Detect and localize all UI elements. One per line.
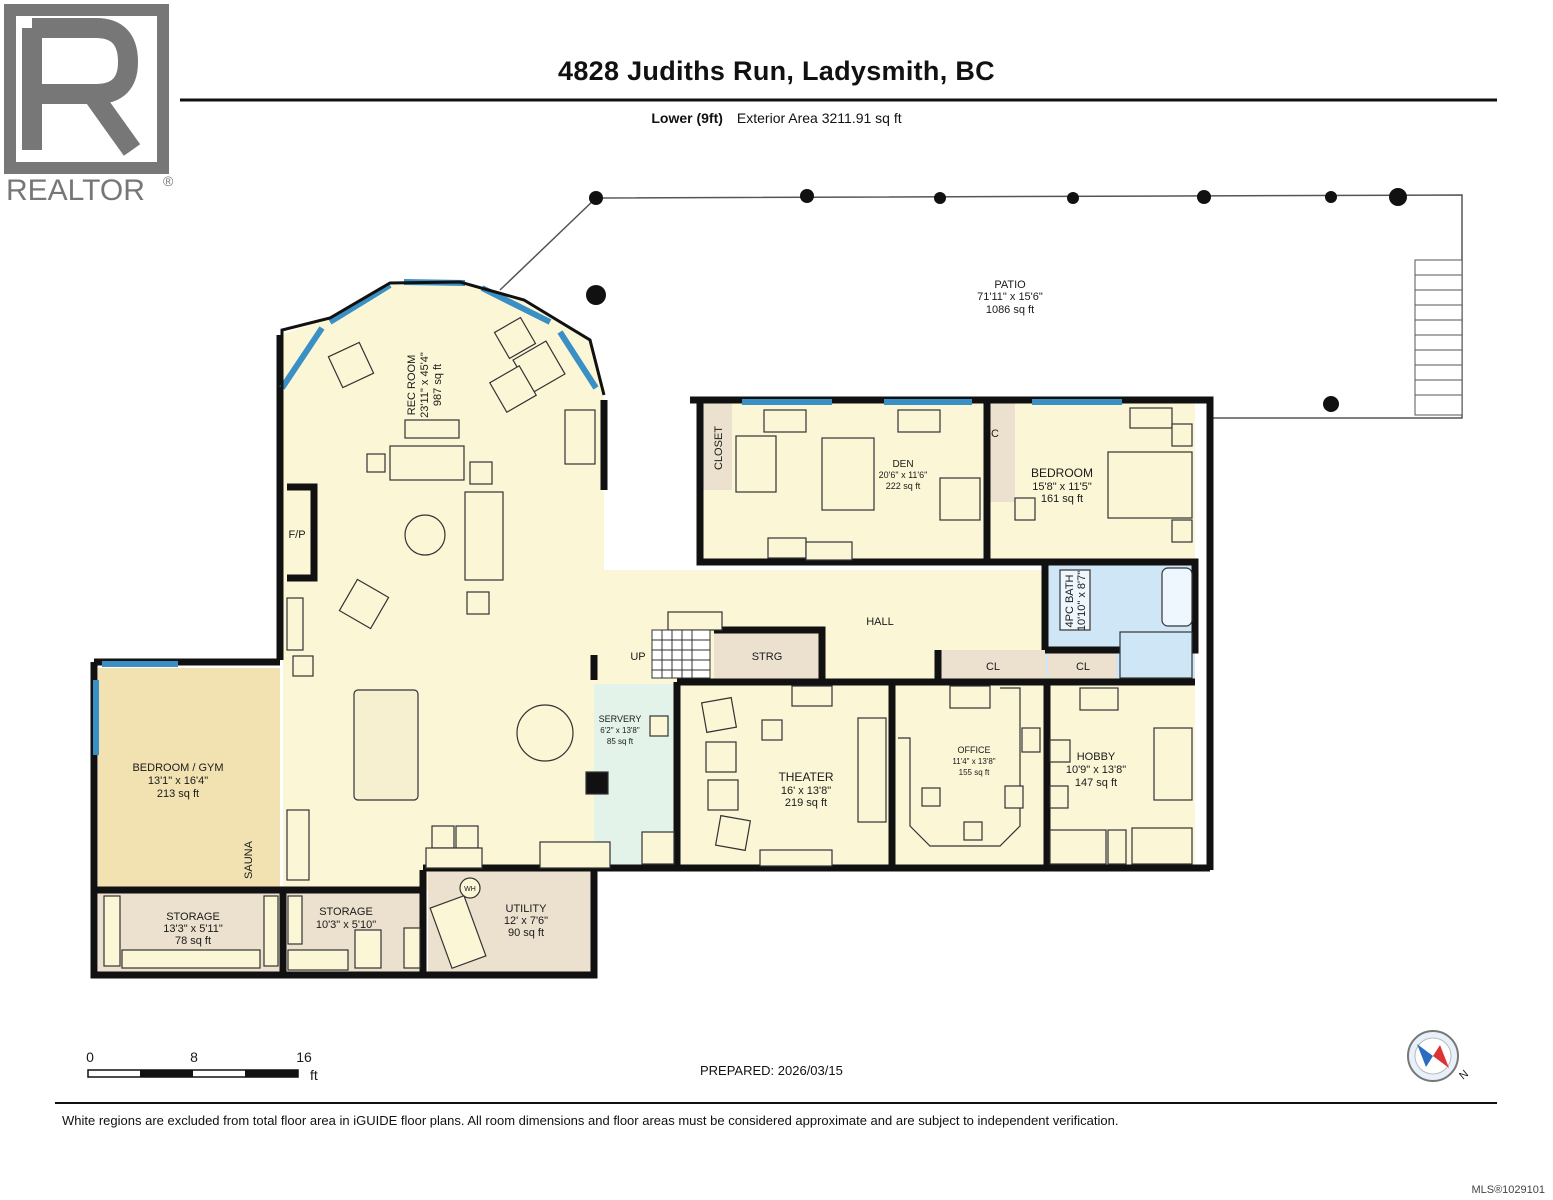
realtor-logo-mark: ®: [163, 173, 174, 189]
stairs: [651, 629, 711, 679]
scale-mid: 8: [190, 1049, 198, 1065]
c-closet-floor: [987, 402, 1015, 502]
theater-name: THEATER: [778, 770, 833, 784]
servery-dims: 6'2" x 13'8": [600, 726, 640, 735]
cl2-label: CL: [1076, 661, 1090, 673]
rec-room-area: 987 sq ft: [432, 364, 444, 406]
bedroom-name: BEDROOM: [1031, 466, 1093, 480]
bedroom-gym-dims: 13'1" x 16'4": [148, 775, 208, 787]
patio-name: PATIO: [994, 279, 1026, 291]
closet-floor: [700, 402, 732, 490]
page-title: 4828 Judiths Run, Ladysmith, BC: [558, 56, 995, 86]
hobby-dims: 10'9" x 13'8": [1066, 764, 1126, 776]
level-subtitle: Lower (9ft) Exterior Area 3211.91 sq ft: [0, 110, 1553, 126]
theater-dims: 16' x 13'8": [781, 785, 831, 797]
realtor-logo: REALTOR ®: [4, 4, 174, 207]
den-name: DEN: [892, 459, 913, 470]
bedroom-area: 161 sq ft: [1041, 493, 1083, 505]
compass-icon: N: [1407, 1030, 1471, 1082]
fp-label: F/P: [288, 529, 305, 541]
compass-label: N: [1457, 1068, 1471, 1082]
scale-unit: ft: [310, 1067, 318, 1083]
hobby-area: 147 sq ft: [1075, 777, 1117, 789]
c-label: C: [991, 428, 999, 440]
level-label: Lower (9ft): [651, 110, 723, 126]
up-label: UP: [630, 651, 645, 663]
cl-floor: [938, 650, 1046, 682]
realtor-logo-text: REALTOR: [6, 174, 145, 207]
wh-label: WH: [464, 886, 476, 893]
servery-area: 85 sq ft: [607, 737, 634, 746]
prepared-date: PREPARED: 2026/03/15: [700, 1063, 843, 1078]
bath-dims: 10'10" x 8'7": [1076, 571, 1088, 631]
strg-label: STRG: [752, 651, 783, 663]
hall-name: HALL: [866, 616, 894, 628]
utility-dims: 12' x 7'6": [504, 915, 548, 927]
den-dims: 20'6" x 11'6": [879, 470, 928, 480]
furniture: [103, 316, 1193, 971]
misc-labels: CLOSET C F/P UP STRG CL CL SAUNA WH: [243, 426, 1090, 893]
storage1-area: 78 sq ft: [175, 935, 211, 947]
storage2-name: STORAGE: [319, 906, 373, 918]
bath-name: 4PC BATH: [1064, 574, 1076, 627]
scale-bar: 0 8 16 ft: [86, 1049, 318, 1083]
servery-name: SERVERY: [599, 714, 642, 724]
patio: PATIO 71'11" x 15'6" 1086 sq ft: [499, 188, 1463, 419]
scale-zero: 0: [86, 1049, 94, 1065]
hobby-name: HOBBY: [1077, 751, 1116, 763]
patio-area: 1086 sq ft: [986, 304, 1034, 316]
storage2-dims: 10'3" x 5'10": [316, 919, 376, 931]
den-area: 222 sq ft: [886, 481, 921, 491]
scale-max: 16: [296, 1049, 312, 1065]
bedroom-dims: 15'8" x 11'5": [1032, 481, 1092, 493]
sauna-label: SAUNA: [243, 840, 255, 879]
utility-area: 90 sq ft: [508, 927, 544, 939]
office-area: 155 sq ft: [959, 768, 990, 777]
storage1-name: STORAGE: [166, 911, 220, 923]
rec-room-floor: [280, 282, 1045, 890]
utility-name: UTILITY: [506, 903, 548, 915]
rec-room-dims: 23'11" x 45'4": [419, 352, 431, 418]
office-name: OFFICE: [958, 745, 991, 755]
theater-area: 219 sq ft: [785, 797, 827, 809]
bedroom-gym-floor: [98, 668, 280, 890]
cl2-floor: [1048, 650, 1116, 682]
patio-dims: 71'11" x 15'6": [977, 291, 1043, 303]
cl-label: CL: [986, 661, 1000, 673]
disclaimer: White regions are excluded from total fl…: [62, 1113, 1119, 1128]
rec-room-name: REC ROOM: [406, 355, 418, 416]
walls: [90, 335, 1214, 979]
bedroom-gym-area: 213 sq ft: [157, 788, 199, 800]
storage1-dims: 13'3" x 5'11": [163, 923, 223, 935]
room-labels: REC ROOM 23'11" x 45'4" 987 sq ft DEN 20…: [132, 352, 1126, 947]
office-dims: 11'4" x 13'8": [952, 757, 995, 766]
bedroom-gym-name: BEDROOM / GYM: [132, 762, 223, 774]
mls-number: MLS®1029101: [1471, 1184, 1545, 1196]
closet-label: CLOSET: [713, 426, 725, 470]
exterior-area: Exterior Area 3211.91 sq ft: [736, 110, 902, 126]
strg-floor: [714, 630, 822, 680]
windows: [93, 279, 1122, 755]
